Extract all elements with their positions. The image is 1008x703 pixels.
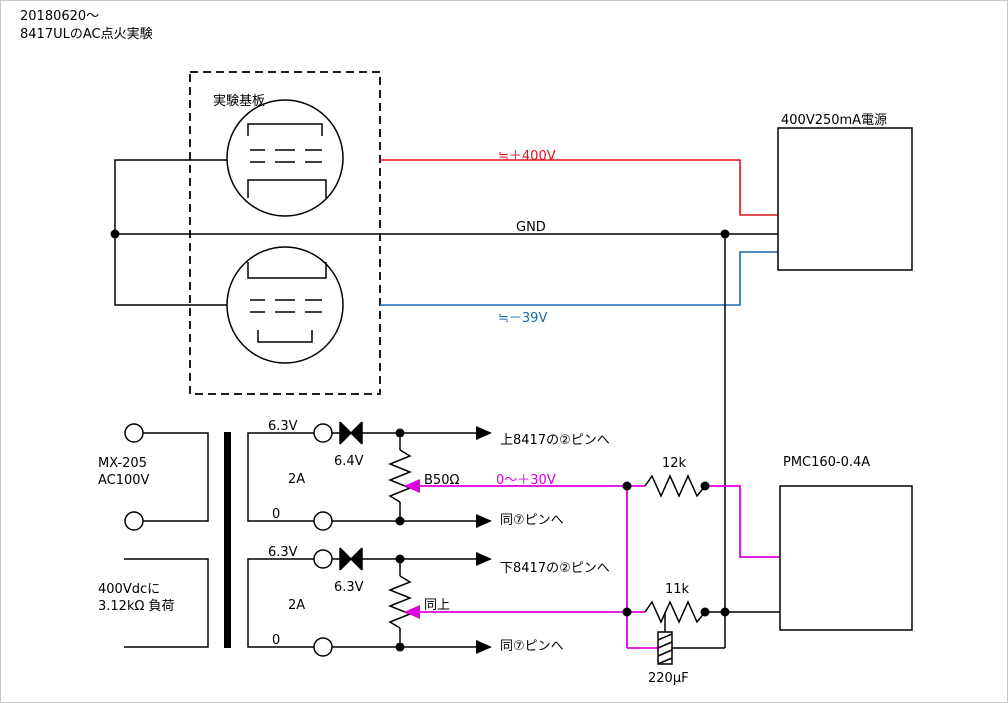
arrow-out1 bbox=[476, 426, 492, 440]
load-label-2: 3.12kΩ 負荷 bbox=[98, 599, 175, 614]
diode1-voltage: 6.4V bbox=[334, 454, 364, 469]
out1-label: 上8417の②ピンへ bbox=[500, 433, 610, 448]
arrow-out2 bbox=[476, 514, 492, 528]
t2-zero: 0 bbox=[272, 633, 280, 648]
t1-voltage: 6.3V bbox=[268, 419, 298, 434]
out2-label: 同⑦ピンへ bbox=[500, 513, 564, 528]
test-board-label: 実験基板 bbox=[213, 93, 265, 109]
test-board-frame bbox=[189, 71, 381, 395]
bias-range-label: 0～＋30V bbox=[496, 473, 556, 488]
header-title: 8417ULのAC点火実験 bbox=[20, 26, 153, 42]
junction-dot bbox=[700, 481, 710, 491]
junction-dot bbox=[395, 428, 405, 438]
diode1-right bbox=[351, 422, 362, 444]
plus-400v-wire bbox=[380, 159, 797, 216]
t1-zero: 0 bbox=[272, 507, 280, 522]
header-date: 20180620～ bbox=[20, 9, 99, 24]
left-bus-wire bbox=[114, 159, 725, 306]
junction-dot bbox=[395, 554, 405, 564]
diode2-right bbox=[351, 548, 362, 570]
gnd-label: GND bbox=[516, 220, 546, 235]
capacitor bbox=[657, 612, 673, 665]
bias-wire bbox=[420, 485, 780, 649]
junction-dot bbox=[395, 642, 405, 652]
power-supply-label: 400V250mA電源 bbox=[781, 113, 887, 128]
arrow-out3 bbox=[476, 552, 492, 566]
mx205-label: MX-205 bbox=[98, 456, 147, 471]
pot1-label: B50Ω bbox=[424, 473, 459, 488]
r2-label: 11k bbox=[665, 582, 690, 597]
r1-label: 12k bbox=[662, 456, 687, 471]
upper-tube bbox=[226, 99, 344, 217]
diode1-left bbox=[340, 422, 351, 444]
arrow-out4 bbox=[476, 640, 492, 654]
junction-dot bbox=[720, 607, 730, 617]
t2-current: 2A bbox=[288, 598, 305, 613]
junction-dot bbox=[622, 607, 632, 617]
resistors bbox=[644, 474, 780, 649]
plus-400v-label: ≒＋400V bbox=[498, 149, 556, 164]
bias-arrow-1 bbox=[404, 479, 420, 493]
t2-voltage: 6.3V bbox=[268, 545, 298, 560]
power-supply-box bbox=[777, 127, 913, 271]
out3-label: 下8417の②ピンへ bbox=[500, 561, 610, 576]
pmc-label: PMC160-0.4A bbox=[783, 455, 870, 470]
bias-arrow-2 bbox=[404, 605, 420, 619]
minus-39v-label: ≒－39V bbox=[498, 311, 547, 326]
lower-tube bbox=[226, 246, 344, 364]
pot2-label: 同上 bbox=[424, 598, 450, 613]
load-label-1: 400Vdcに bbox=[98, 582, 160, 597]
diode2-left bbox=[340, 548, 351, 570]
pmc-box bbox=[779, 485, 913, 631]
out4-label: 同⑦ピンへ bbox=[500, 639, 564, 654]
t1-current: 2A bbox=[288, 472, 305, 487]
junction-dot bbox=[700, 607, 710, 617]
transformer-core bbox=[224, 432, 231, 648]
transformer bbox=[124, 423, 262, 648]
ac100v-label: AC100V bbox=[98, 473, 150, 488]
diode2-voltage: 6.3V bbox=[334, 580, 364, 595]
cap-label: 220μF bbox=[648, 671, 689, 686]
junction-dot bbox=[110, 229, 120, 239]
junction-dot bbox=[622, 481, 632, 491]
minus-39v-wire bbox=[380, 251, 797, 306]
junction-dot bbox=[395, 516, 405, 526]
